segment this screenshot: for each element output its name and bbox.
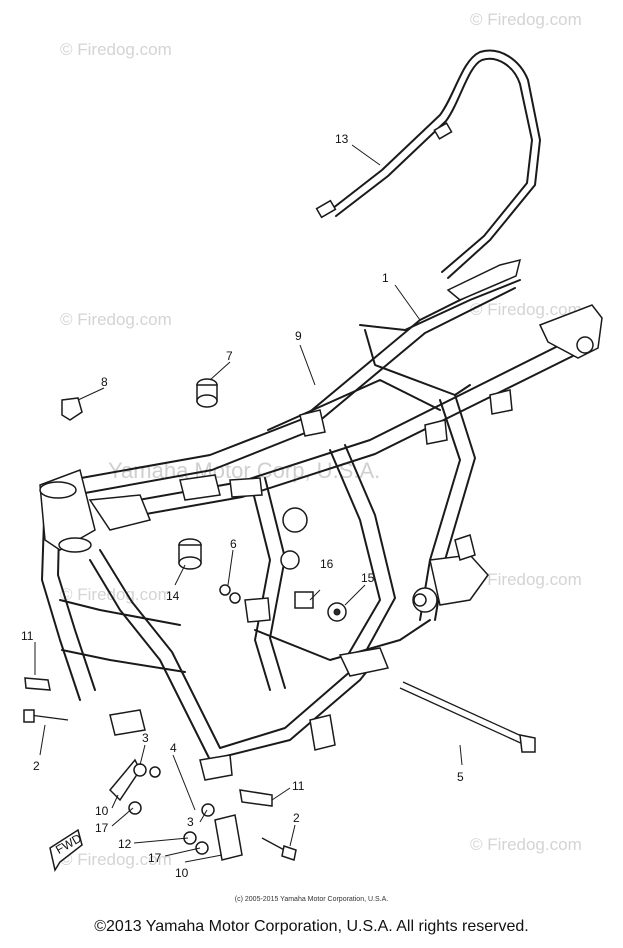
callout-2-left: 2 bbox=[33, 759, 40, 773]
footer-copyright: ©2013 Yamaha Motor Corporation, U.S.A. A… bbox=[94, 918, 529, 935]
callout-15: 15 bbox=[361, 571, 375, 585]
watermarks: © Firedog.com © Firedog.com © Firedog.co… bbox=[60, 10, 582, 869]
diagram-copyright-small: (c) 2005-2015 Yamaha Motor Corporation, … bbox=[234, 896, 389, 903]
callout-17-lower: 17 bbox=[148, 851, 162, 865]
callout-7: 7 bbox=[226, 349, 233, 363]
callout-5: 5 bbox=[457, 770, 464, 784]
watermark-mid-right: © Firedog.com bbox=[470, 300, 582, 319]
callout-8: 8 bbox=[101, 375, 108, 389]
watermark-lower-left: © Firedog.com bbox=[60, 585, 172, 604]
watermark-bottom-right: © Firedog.com bbox=[470, 835, 582, 854]
callout-16: 16 bbox=[320, 557, 334, 571]
callout-3-lower: 3 bbox=[187, 815, 194, 829]
callout-10-lower: 10 bbox=[175, 866, 189, 880]
callout-4: 4 bbox=[170, 741, 177, 755]
callout-3-upper: 3 bbox=[142, 731, 149, 745]
watermark-bottom-left: © Firedog.com bbox=[60, 850, 172, 869]
callout-11-right: 11 bbox=[292, 779, 305, 793]
callout-13: 13 bbox=[335, 132, 349, 146]
callout-14: 14 bbox=[166, 589, 180, 603]
grab-bar-part-13 bbox=[315, 49, 541, 279]
main-frame-part-1 bbox=[39, 258, 603, 781]
engine-bolt-part-5 bbox=[399, 681, 536, 753]
callout-11-left: 11 bbox=[21, 629, 34, 643]
callout-12: 12 bbox=[118, 837, 132, 851]
callout-17-upper: 17 bbox=[95, 821, 109, 835]
watermark-mid-left: © Firedog.com bbox=[60, 310, 172, 329]
hardware-parts bbox=[23, 378, 347, 861]
callout-numbers: 1 13 9 7 8 14 6 16 15 5 11 2 3 4 10 17 3… bbox=[21, 132, 464, 880]
callout-9: 9 bbox=[295, 329, 302, 343]
watermark-lower-right: © Firedog.com bbox=[470, 570, 582, 589]
watermark-top-right: © Firedog.com bbox=[470, 10, 582, 29]
callout-10-upper: 10 bbox=[95, 804, 109, 818]
callout-2-right: 2 bbox=[293, 811, 300, 825]
watermark-top-left: © Firedog.com bbox=[60, 40, 172, 59]
callout-1: 1 bbox=[382, 271, 389, 285]
callout-6: 6 bbox=[230, 537, 237, 551]
leader-lines bbox=[34, 144, 463, 863]
